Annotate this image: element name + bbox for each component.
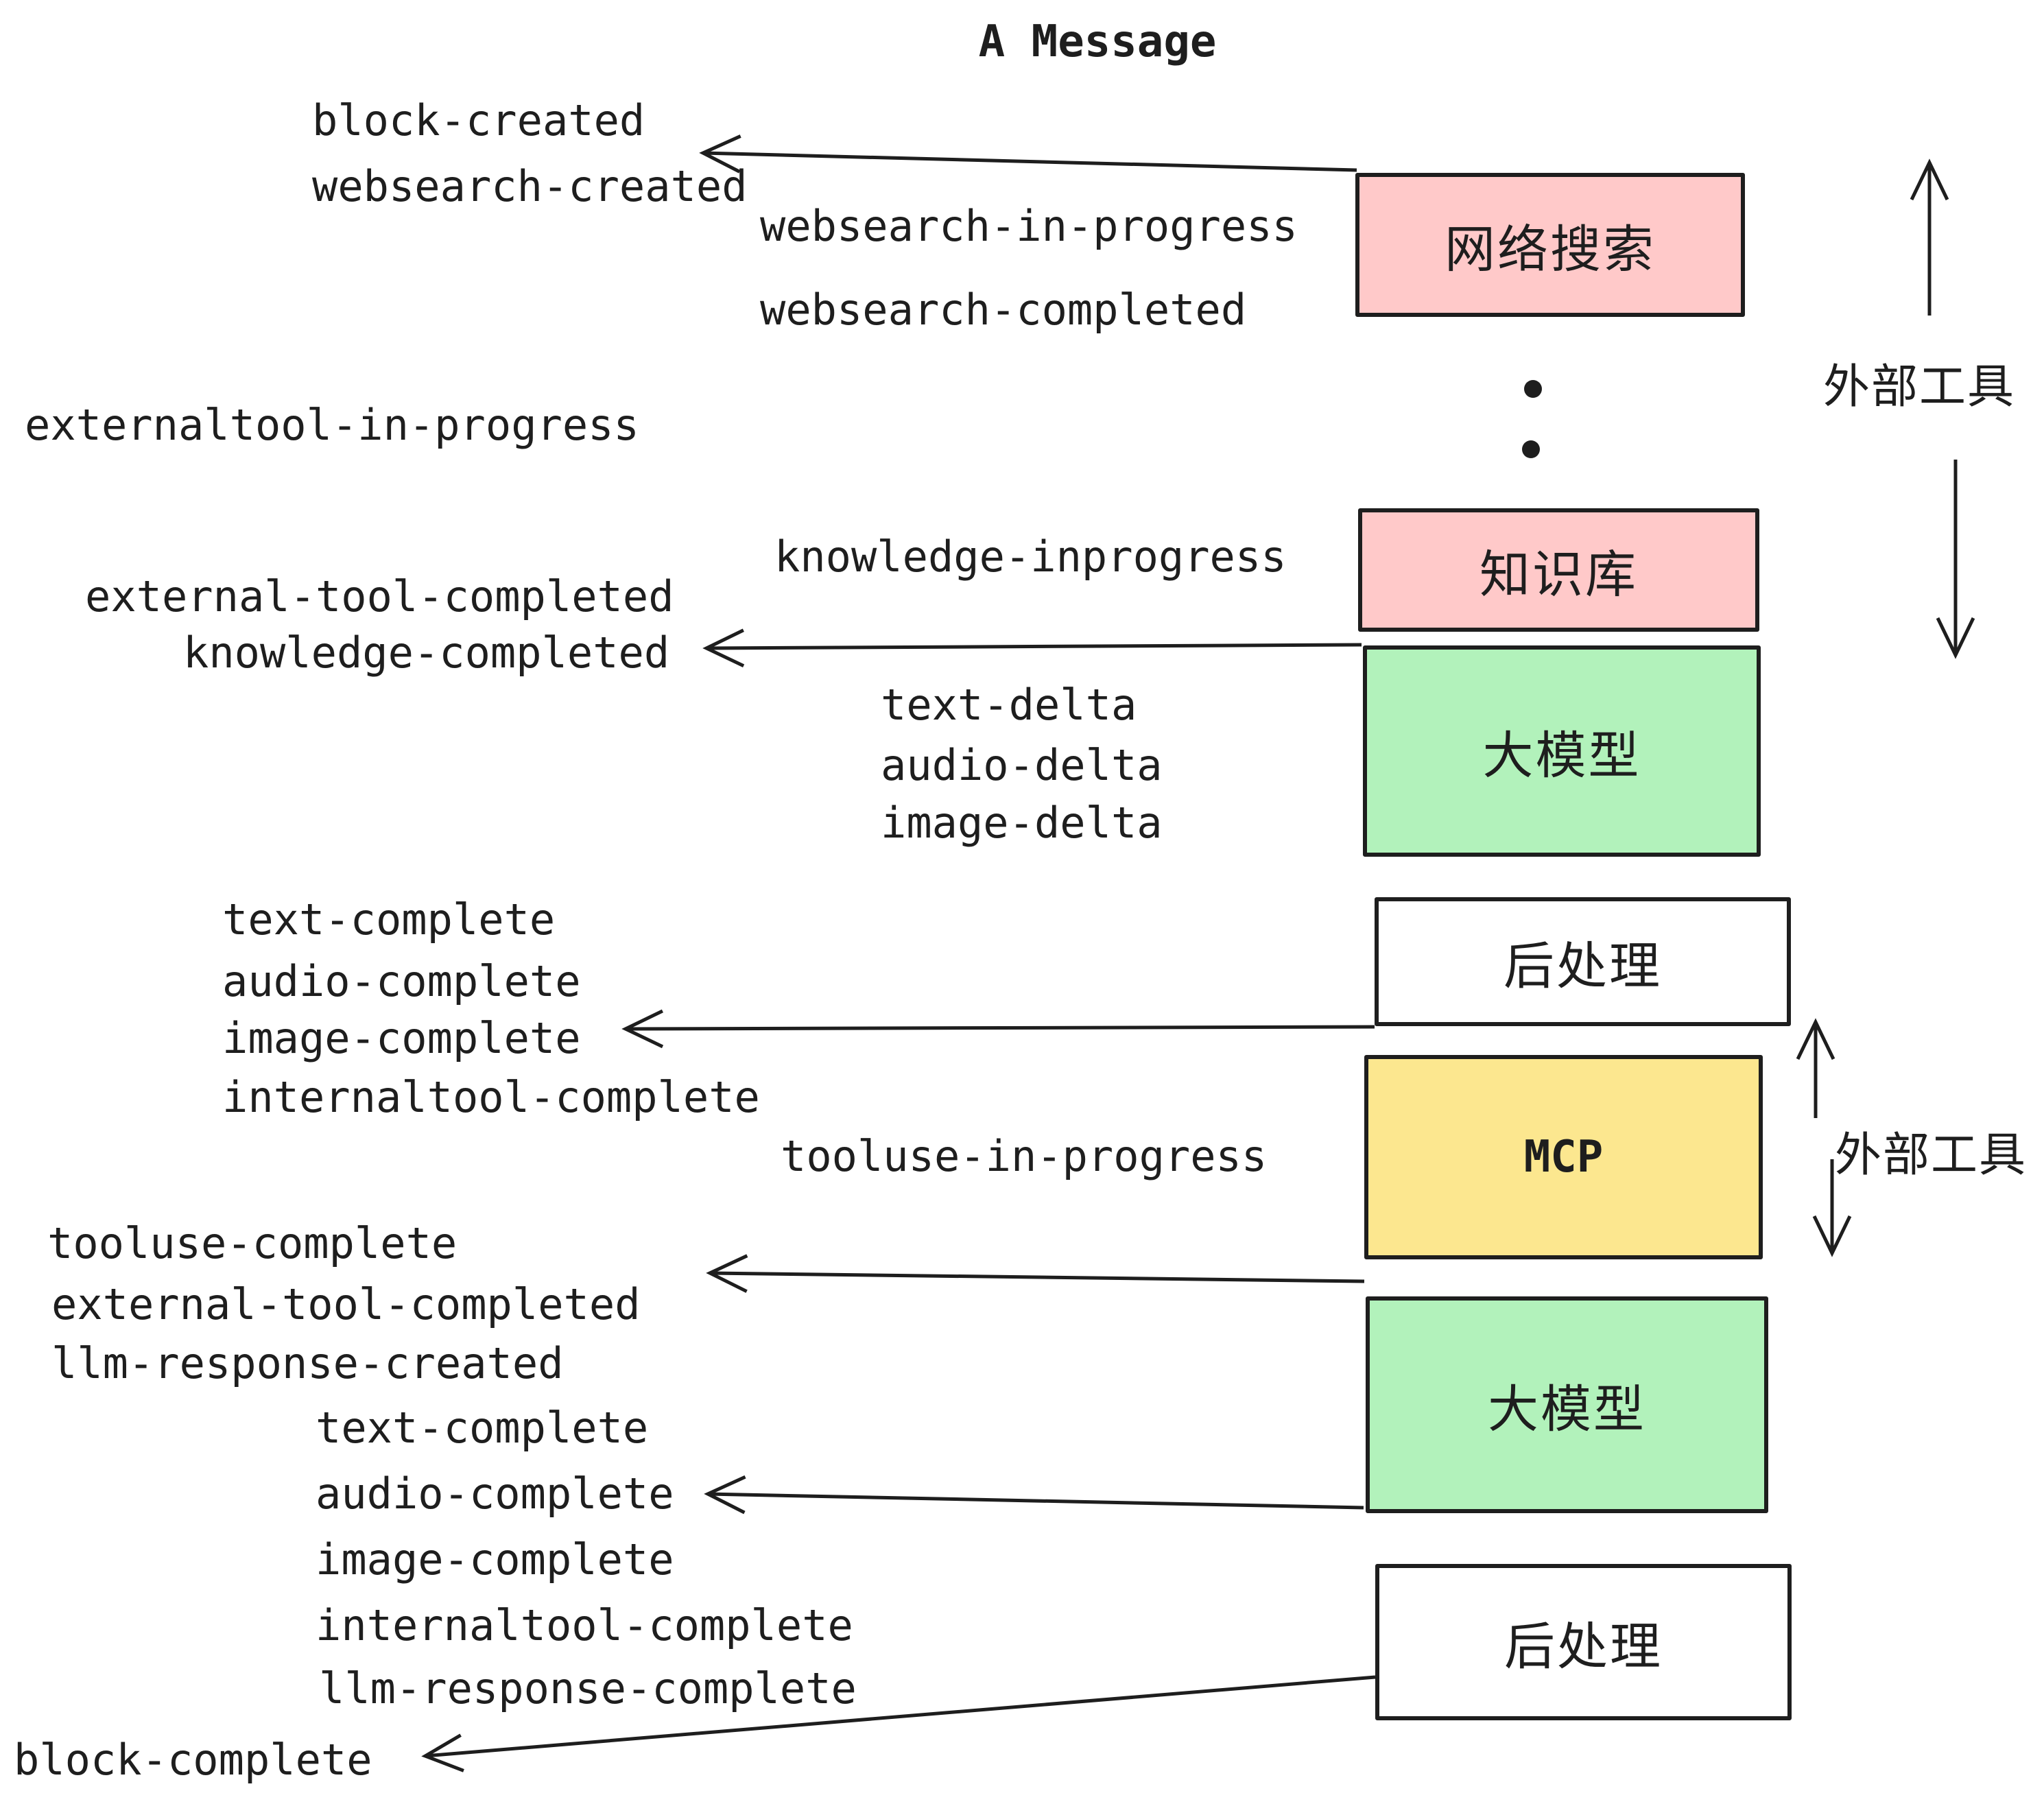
box-mcp-label: MCP — [1523, 1132, 1604, 1183]
arrow-to-websearch-created — [699, 134, 1357, 174]
ellipsis-dots-icon — [1522, 380, 1543, 530]
event-audio-delta: audio-delta — [881, 740, 1163, 790]
box-llm-2-label: 大模型 — [1488, 1379, 1646, 1439]
event-internaltool-complete: internaltool-complete — [222, 1072, 760, 1122]
box-post-processing-1-label: 后处理 — [1504, 936, 1662, 996]
event-image-complete-2: image-complete — [316, 1534, 674, 1585]
event-websearch-created: websearch-created — [312, 161, 748, 211]
event-websearch-in-progress: websearch-in-progress — [760, 201, 1298, 251]
box-llm-1-label: 大模型 — [1482, 726, 1641, 785]
box-post-processing-1: 后处理 — [1375, 897, 1791, 1026]
box-web-search-label: 网络搜索 — [1445, 219, 1656, 279]
box-llm-1: 大模型 — [1363, 645, 1761, 857]
event-text-complete: text-complete — [222, 894, 556, 945]
arrow-to-audio-complete — [704, 1475, 1364, 1515]
event-image-complete: image-complete — [222, 1013, 581, 1063]
event-internaltool-complete-2: internaltool-complete — [316, 1600, 853, 1650]
event-knowledge-inprogress: knowledge-inprogress — [774, 532, 1287, 582]
event-text-complete-2: text-complete — [316, 1403, 649, 1453]
event-llm-response-created: llm-response-created — [51, 1338, 564, 1388]
event-audio-complete: audio-complete — [222, 956, 581, 1006]
event-external-tool-completed-2: external-tool-completed — [51, 1279, 641, 1329]
arrow-to-tooluse-complete — [706, 1254, 1365, 1293]
arrow-to-knowledge-completed — [702, 628, 1362, 667]
diagram-title: A Message — [978, 16, 1217, 67]
arrow-to-block-complete — [421, 1675, 1376, 1772]
event-audio-complete-2: audio-complete — [316, 1469, 674, 1519]
event-image-delta: image-delta — [881, 798, 1163, 848]
box-mcp: MCP — [1364, 1055, 1763, 1259]
event-text-delta: text-delta — [881, 680, 1137, 730]
event-websearch-completed: websearch-completed — [760, 285, 1247, 335]
box-web-search: 网络搜索 — [1355, 173, 1745, 317]
event-knowledge-completed: knowledge-completed — [183, 628, 670, 678]
event-block-complete: block-complete — [14, 1735, 372, 1785]
arrow-to-image-complete — [621, 1009, 1375, 1049]
event-external-tool-completed: external-tool-completed — [85, 571, 674, 621]
event-externaltool-in-progress: externaltool-in-progress — [25, 400, 639, 450]
annotation-external-tool-mcp: 外部工具 — [1835, 1128, 2028, 1183]
box-post-processing-2: 后处理 — [1375, 1564, 1792, 1720]
box-llm-2: 大模型 — [1366, 1296, 1768, 1513]
event-tooluse-in-progress: tooluse-in-progress — [781, 1131, 1268, 1181]
event-llm-response-complete: llm-response-complete — [319, 1663, 857, 1713]
event-tooluse-complete: tooluse-complete — [47, 1218, 457, 1268]
box-post-processing-2-label: 后处理 — [1504, 1617, 1663, 1676]
box-knowledge-base: 知识库 — [1358, 508, 1759, 632]
box-knowledge-base-label: 知识库 — [1479, 545, 1638, 604]
event-block-created: block-created — [312, 95, 645, 145]
annotation-external-tool-top: 外部工具 — [1823, 360, 2016, 414]
